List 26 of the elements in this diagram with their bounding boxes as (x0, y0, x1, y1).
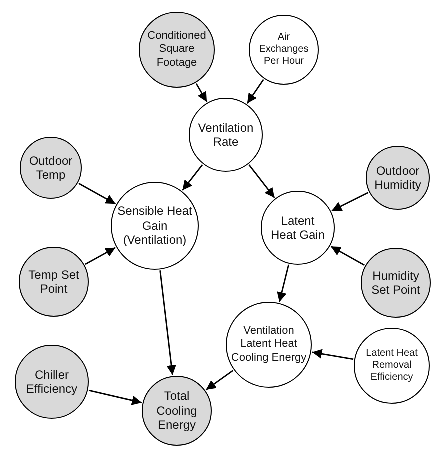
arrow (312, 349, 354, 360)
arrow (88, 390, 142, 406)
arrow (277, 264, 290, 302)
arrow (330, 246, 365, 266)
arrow (85, 247, 116, 266)
node-label: Outdoor Temp (28, 154, 74, 182)
arrow (246, 79, 264, 104)
node-label: Latent Heat Gain (270, 214, 326, 242)
arrow (160, 270, 176, 376)
arrow (196, 83, 208, 102)
node-label: Conditioned Square Footage (146, 30, 208, 70)
node-label: Sensible Heat Gain (Ventilation) (116, 204, 194, 248)
node-label: Temp Set Point (28, 268, 80, 296)
node-label: Chiller Efficiency (25, 368, 79, 396)
node-label: Ventilation Rate (197, 120, 255, 150)
node-label: Air Exchanges Per Hour (258, 32, 310, 68)
arrow (332, 192, 369, 212)
node-label: Ventilation Latent Heat Cooling Energy (230, 325, 308, 365)
node-label: Total Cooling Energy (156, 389, 198, 433)
node-label: Humidity Set Point (370, 268, 422, 298)
node-label: Latent Heat Removal Efficiency (365, 348, 419, 384)
arrow (248, 164, 276, 198)
arrow (206, 370, 234, 391)
arrow (182, 164, 204, 191)
arrow (78, 182, 116, 205)
node-label: Outdoor Humidity (374, 164, 422, 192)
